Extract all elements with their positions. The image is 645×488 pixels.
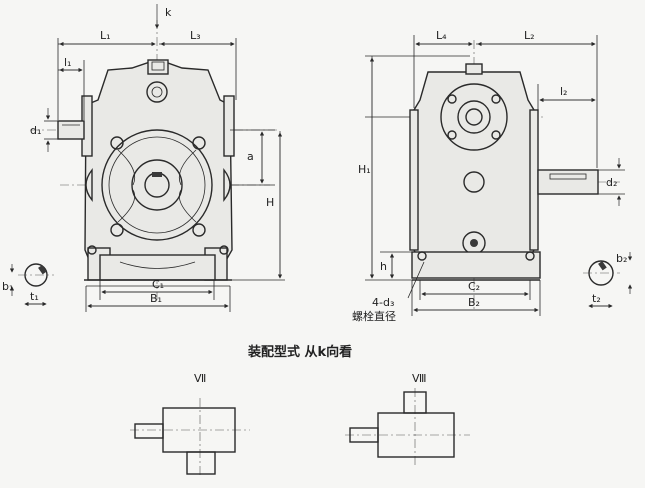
- side-view: [409, 40, 620, 310]
- label-t2: t₂: [592, 292, 601, 305]
- label-h: H: [266, 196, 274, 209]
- label-b1-key: b₁: [2, 280, 13, 293]
- label-bolt-count: 4-d₃: [372, 296, 394, 309]
- label-l3: L₃: [190, 29, 201, 42]
- shaft-section-1: b₁ t₁: [2, 263, 54, 307]
- label-l1-shaft: l₁: [64, 56, 71, 69]
- label-l2-shaft: l₂: [560, 85, 567, 98]
- label-l2: L₂: [524, 29, 535, 42]
- label-c2: C₂: [468, 280, 480, 293]
- label-l4: L₄: [436, 29, 447, 42]
- front-view-dimensions: k L₁ L₃ l₁ d₁ a H: [30, 4, 285, 312]
- label-l1: L₁: [100, 29, 111, 42]
- assembly-type-viii: Ⅷ: [345, 372, 470, 468]
- assembly-caption: 装配型式 从k向看: [247, 344, 352, 360]
- shaft-section-2: b₂ t₂: [583, 252, 633, 309]
- label-d2: d₂: [606, 176, 617, 189]
- front-view: [30, 20, 280, 300]
- label-a: a: [247, 150, 254, 163]
- side-view-dimensions: L₄ L₂ l₂ d₂ H₁ h C₂ B₂: [352, 29, 625, 323]
- label-bolt-note: 螺栓直径: [352, 309, 396, 323]
- assembly-type-vii: Ⅶ: [130, 372, 250, 478]
- label-k: k: [165, 6, 172, 19]
- label-vii: Ⅶ: [194, 372, 206, 385]
- label-c1: C₁: [152, 278, 164, 291]
- label-b2: B₂: [468, 296, 480, 309]
- label-b2-key: b₂: [616, 252, 627, 265]
- label-h-base: h: [380, 260, 387, 273]
- label-t1: t₁: [30, 290, 39, 303]
- label-b1: B₁: [150, 292, 162, 305]
- label-d1: d₁: [30, 124, 41, 137]
- label-h1: H₁: [358, 163, 371, 176]
- label-viii: Ⅷ: [412, 372, 427, 385]
